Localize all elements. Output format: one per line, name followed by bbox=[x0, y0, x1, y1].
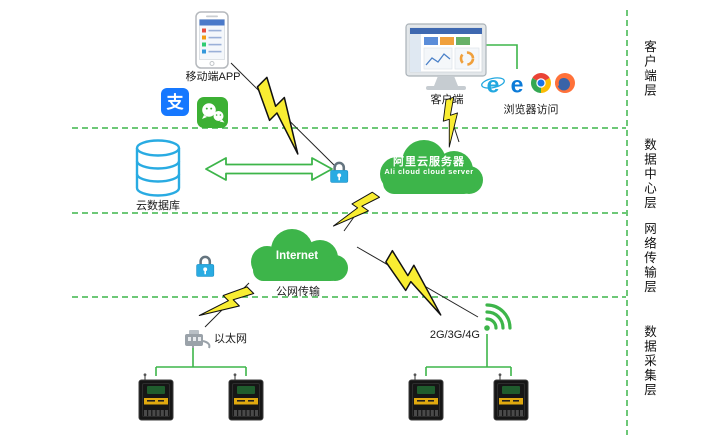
device-ethernet-1 bbox=[138, 372, 174, 421]
sync-double-arrow bbox=[205, 157, 333, 181]
device-cellular-2 bbox=[493, 372, 529, 421]
layer-divider-lines bbox=[72, 10, 628, 435]
ethernet-label: 以太网 bbox=[214, 333, 247, 345]
bolt-phone-alicloud bbox=[243, 76, 322, 155]
edge-glyph: e bbox=[511, 72, 524, 98]
ie-glyph: e bbox=[487, 72, 500, 98]
layer-label-network: 网络传输层 bbox=[642, 222, 656, 295]
device-ethernet-2 bbox=[228, 372, 264, 421]
internet-label: Internet bbox=[275, 250, 319, 262]
lightning-bolts bbox=[198, 76, 469, 333]
firefox-icon bbox=[555, 73, 575, 93]
public-net-label: 公网传输 bbox=[276, 286, 320, 298]
ali-cloud-label-cn: 阿里云服务器 bbox=[393, 156, 465, 168]
layer-label-acquisition: 数据采集层 bbox=[642, 325, 656, 398]
mobile-phone-icon bbox=[195, 11, 229, 69]
mobile-app-label: 移动端APP bbox=[185, 71, 241, 83]
chrome-icon bbox=[531, 73, 551, 93]
edge-icon: e bbox=[511, 72, 524, 98]
cellular-label: 2G/3G/4G bbox=[429, 329, 480, 341]
client-pc-label: 客户端 bbox=[430, 94, 464, 106]
cloud-db-label: 云数据库 bbox=[136, 200, 180, 212]
internet-cloud-shape bbox=[251, 229, 348, 281]
ali-cloud-shape bbox=[380, 140, 483, 194]
alipay-icon: 支 bbox=[161, 88, 189, 116]
device-cellular-1 bbox=[408, 372, 444, 421]
bolt-alicloud-internet bbox=[332, 184, 381, 239]
browser-access-label: 浏览器访问 bbox=[503, 104, 559, 116]
layer-label-datacenter: 数据中心层 bbox=[642, 138, 656, 211]
wechat-icon bbox=[197, 97, 228, 128]
database-icon bbox=[135, 139, 181, 197]
cellular-signal-icon bbox=[484, 303, 512, 331]
lock-icon-internet bbox=[195, 255, 216, 278]
ali-cloud-label-en: Ali cloud cloud server bbox=[384, 167, 474, 176]
ethernet-icon bbox=[185, 330, 211, 349]
device-bus-lines bbox=[155, 334, 512, 376]
layer-label-client: 客户端层 bbox=[642, 40, 656, 98]
lock-icon-alicloud bbox=[329, 161, 350, 184]
bolt-internet-ethernet bbox=[198, 276, 255, 333]
bolt-internet-cellular bbox=[375, 249, 458, 316]
ie-icon: e bbox=[481, 72, 505, 98]
link-pc-browsers bbox=[486, 44, 518, 69]
alipay-glyph: 支 bbox=[167, 92, 185, 112]
browser-icons: e e bbox=[481, 72, 575, 98]
client-pc-icon bbox=[405, 23, 487, 90]
